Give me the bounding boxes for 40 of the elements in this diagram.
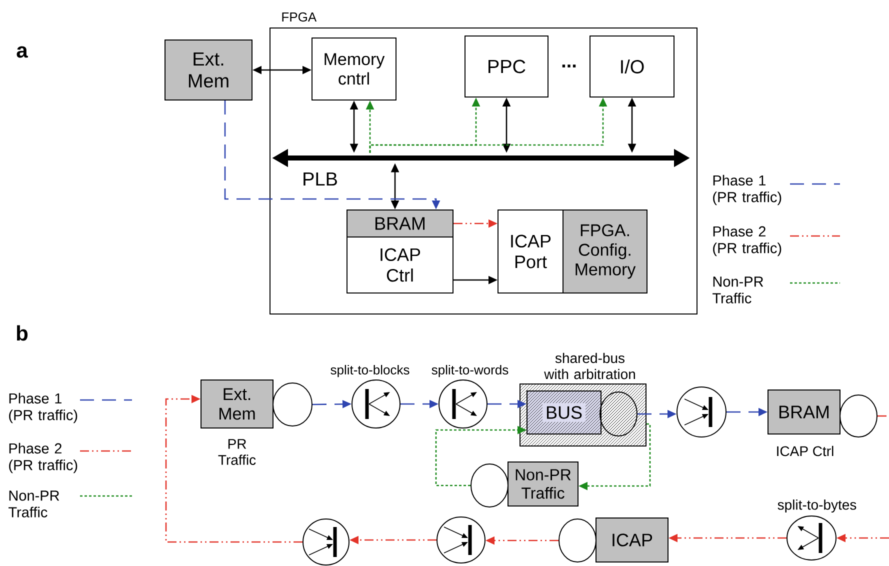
- arrow: [165, 394, 302, 543]
- port-circle: [470, 464, 508, 508]
- block-box: BRAM: [768, 390, 840, 434]
- hatched-box: [520, 384, 646, 446]
- legend-text: Non-PR Traffic: [712, 276, 764, 304]
- merge-symbol: [436, 516, 486, 564]
- heading-text: split-to-blocks: [330, 364, 410, 378]
- hatched-circle: [600, 392, 638, 436]
- panel-label: a: [16, 46, 28, 58]
- legend-text: Phase 2 (PR traffic): [713, 226, 782, 256]
- panel-label: ...: [562, 64, 576, 68]
- caption-text: PR Traffic: [218, 439, 256, 465]
- node-label: PLB: [304, 172, 337, 186]
- heading-text: split-to-words: [432, 364, 508, 378]
- block-box: PPC: [464, 36, 548, 98]
- block-box: Non-PR Traffic: [508, 462, 578, 506]
- heading-text: shared-bus with arbitration: [544, 352, 635, 380]
- merge-symbol: [302, 518, 350, 566]
- port-circle: [272, 382, 312, 426]
- block-box: BUS: [542, 403, 586, 422]
- port-circle: [840, 394, 878, 438]
- caption-text: ICAP Ctrl: [777, 446, 834, 456]
- block-box: FPGA. Config. Memory: [562, 210, 648, 294]
- block-box: Memory cntrl: [312, 38, 396, 100]
- block-box: BRAM: [346, 210, 454, 238]
- legend-text: Non-PR Traffic: [8, 490, 60, 518]
- port-circle: [558, 518, 596, 562]
- heading-text: FPGA: [282, 12, 317, 22]
- legend-text: Phase 2 (PR traffic): [9, 442, 78, 474]
- heading-text: split-to-bytes: [778, 499, 856, 513]
- block-box: ICAP Ctrl: [346, 236, 454, 294]
- block-box: I/O: [590, 36, 674, 98]
- block-box: Ext. Mem: [164, 40, 252, 100]
- panel-label: b: [16, 325, 28, 341]
- connector-line: [878, 415, 889, 417]
- block-box: ICAP: [596, 518, 668, 562]
- block-box: Ext. Mem: [200, 380, 274, 428]
- merge-symbol: [676, 386, 726, 438]
- legend-text: Phase 1 (PR traffic): [713, 174, 782, 206]
- legend-text: Phase 1 (PR traffic): [9, 392, 78, 424]
